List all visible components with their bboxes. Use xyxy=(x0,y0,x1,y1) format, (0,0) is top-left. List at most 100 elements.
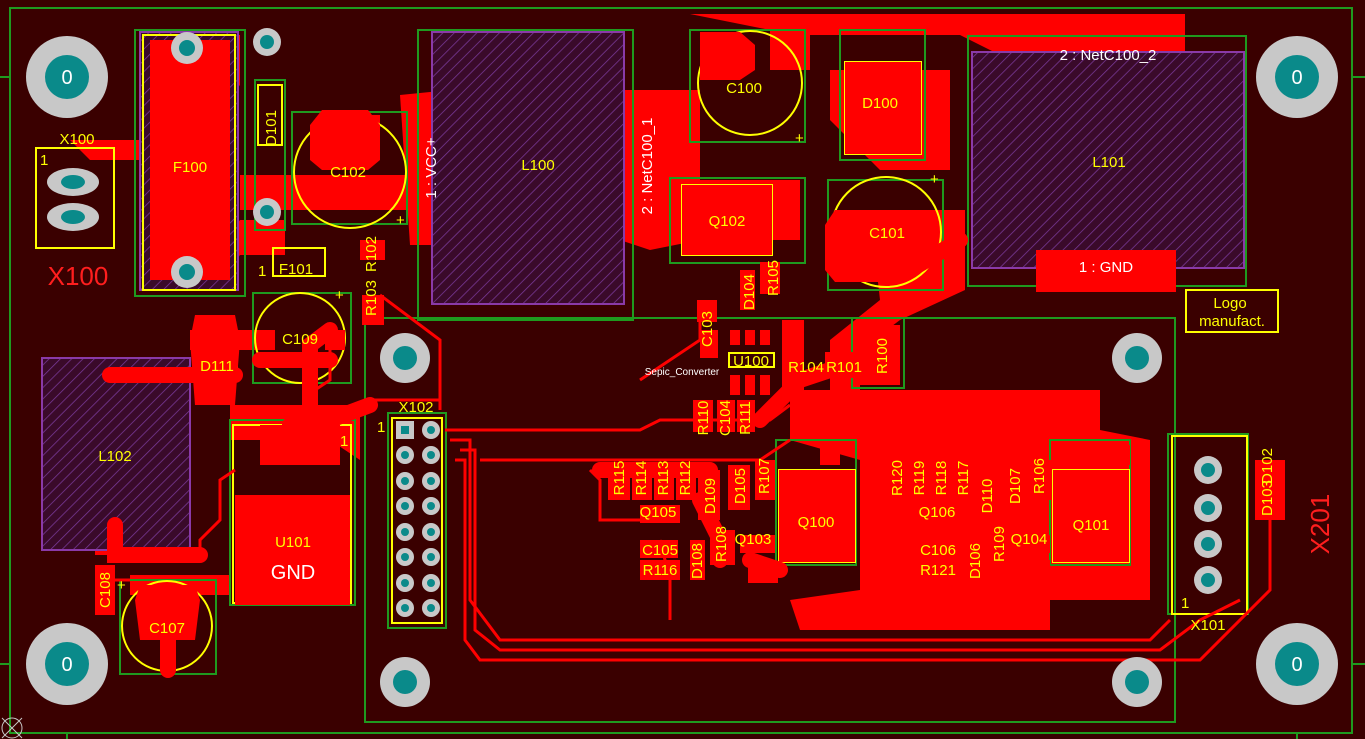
logo: Logo manufact. xyxy=(1199,295,1265,330)
label-u100: U100 xyxy=(733,353,769,370)
label-q100: Q100 xyxy=(798,514,835,531)
label-d100: D100 xyxy=(862,95,898,112)
net-netc100-1: 2 : NetC100_1 xyxy=(639,118,656,215)
label-c103: C103 xyxy=(699,311,716,347)
label-d106: D106 xyxy=(967,543,984,579)
label-d101: D101 xyxy=(263,110,280,146)
plus-c107: + xyxy=(117,577,126,594)
component-outlines xyxy=(119,29,1249,723)
label-q103: Q103 xyxy=(735,531,772,548)
plus-c100: + xyxy=(795,130,804,147)
label-r102: R102 xyxy=(363,236,380,272)
label-x102: X102 xyxy=(398,399,433,416)
label-r107: R107 xyxy=(756,458,773,494)
label-l102: L102 xyxy=(98,448,131,465)
label-r103: R103 xyxy=(363,280,380,316)
mounting-hole-label: 0 xyxy=(1291,67,1302,89)
origin-marker-icon xyxy=(1,717,23,739)
label-c102: C102 xyxy=(330,164,366,181)
label-c107: C107 xyxy=(149,620,185,637)
polarity-marks: + + + + + xyxy=(117,130,939,594)
label-x101: X101 xyxy=(1190,617,1225,634)
pin1-u101: 1 xyxy=(340,433,348,450)
logo-line2: manufact. xyxy=(1199,313,1265,330)
label-d105: D105 xyxy=(732,468,749,504)
label-d111: D111 xyxy=(200,358,234,375)
net-netc100-2: 2 : NetC100_2 xyxy=(1060,47,1157,64)
mounting-hole-bottom-right: 0 xyxy=(1256,623,1338,705)
label-q105: Q105 xyxy=(640,504,677,521)
label-r101: R101 xyxy=(826,359,862,376)
label-d102: D102 xyxy=(1259,448,1276,484)
net-gnd-u101: GND xyxy=(271,562,315,584)
connector-label-x100: X100 xyxy=(48,261,109,291)
pin1-x101: 1 xyxy=(1181,595,1189,612)
plus-c102: + xyxy=(396,212,405,229)
mounting-hole-top-right: 0 xyxy=(1256,36,1338,118)
label-r108: R108 xyxy=(713,526,730,562)
x102-header-pins xyxy=(396,421,440,617)
mounting-hole-bottom-left: 0 xyxy=(26,623,108,705)
label-r120: R120 xyxy=(889,460,906,496)
smd-pads xyxy=(95,32,1285,640)
net-gnd: 1 : GND xyxy=(1079,259,1133,276)
label-r121: R121 xyxy=(920,562,956,579)
label-c105: C105 xyxy=(642,542,678,559)
label-l100: L100 xyxy=(521,157,554,174)
label-d109: D109 xyxy=(702,478,719,514)
label-r109: R109 xyxy=(991,526,1008,562)
pin1-x102: 1 xyxy=(377,419,385,436)
mounting-hole-label: 0 xyxy=(61,654,72,676)
label-c101: C101 xyxy=(869,225,905,242)
net-sepic: Sepic_Converter xyxy=(645,367,720,378)
connector-label-x201: X201 xyxy=(1305,494,1335,555)
label-f101: F101 xyxy=(279,261,313,278)
label-c106: C106 xyxy=(920,542,956,559)
label-r117: R117 xyxy=(955,461,972,496)
label-d107: D107 xyxy=(1007,468,1024,504)
label-r110: R110 xyxy=(695,401,712,436)
label-q101: Q101 xyxy=(1073,517,1110,534)
label-c109: C109 xyxy=(282,331,318,348)
label-x100: X100 xyxy=(59,131,94,148)
label-d108: D108 xyxy=(689,543,706,579)
label-l101: L101 xyxy=(1092,154,1125,171)
label-d110: D110 xyxy=(979,479,996,514)
label-r113: R113 xyxy=(655,461,672,496)
label-r105: R105 xyxy=(765,260,782,296)
label-r100: R100 xyxy=(874,338,891,374)
label-r118: R118 xyxy=(933,461,950,496)
label-c104: C104 xyxy=(717,400,734,436)
connector-labels: X100 X201 xyxy=(48,261,1335,554)
label-u101: U101 xyxy=(275,534,311,551)
label-q104: Q104 xyxy=(1011,531,1048,548)
label-d103: D103 xyxy=(1259,480,1276,516)
label-r106: R106 xyxy=(1031,458,1048,494)
mounting-holes: 0 0 0 0 xyxy=(26,36,1338,705)
inner-mounting-pads xyxy=(380,333,1162,707)
net-labels: 2 : NetC100_1 2 : NetC100_2 1 : VCC+ 1 :… xyxy=(271,47,1157,584)
label-r112: R112 xyxy=(677,461,694,496)
mounting-hole-label: 0 xyxy=(61,67,72,89)
plus-c109: + xyxy=(335,287,344,304)
pin1-x100: 1 xyxy=(40,152,48,169)
logo-line1: Logo xyxy=(1213,295,1246,312)
label-q106: Q106 xyxy=(919,504,956,521)
label-r116: R116 xyxy=(643,562,678,579)
label-r119: R119 xyxy=(911,461,928,496)
label-d104: D104 xyxy=(741,274,758,310)
silkscreen-labels: F100 D101 C102 X100 F101 R102 R103 L100 … xyxy=(59,80,1276,637)
through-hole-pads xyxy=(47,28,1222,594)
plus-c101: + xyxy=(930,171,939,188)
pin-markers: 1 1 1 1 1 xyxy=(40,152,1189,612)
mounting-hole-top-left: 0 xyxy=(26,36,108,118)
net-vcc: 1 : VCC+ xyxy=(423,137,440,199)
label-r104: R104 xyxy=(788,359,824,376)
label-c108: C108 xyxy=(97,572,114,608)
label-f100: F100 xyxy=(173,159,207,176)
label-q102: Q102 xyxy=(709,213,746,230)
label-r114: R114 xyxy=(633,461,650,496)
label-r111: R111 xyxy=(737,401,754,435)
mounting-hole-label: 0 xyxy=(1291,654,1302,676)
